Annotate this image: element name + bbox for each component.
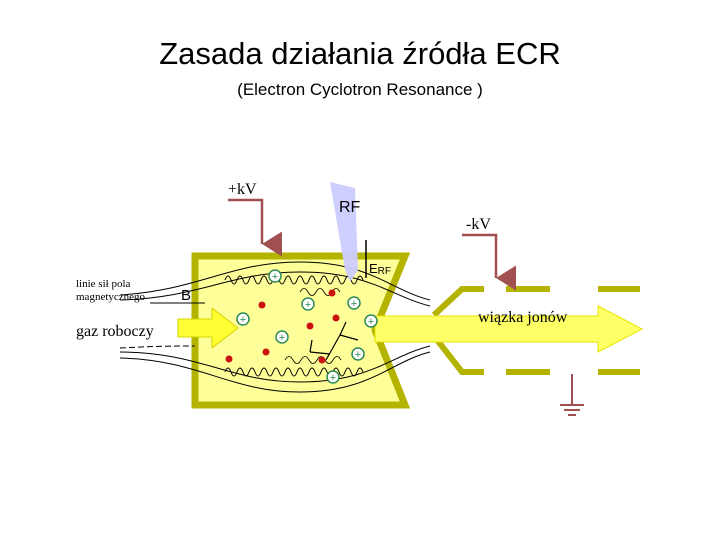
negative-hv-wire	[462, 233, 516, 291]
ion-icon: +	[236, 312, 250, 326]
ion-icon: +	[326, 370, 340, 384]
svg-text:+: +	[351, 298, 357, 310]
electron-icon	[332, 314, 340, 322]
label-gas: gaz roboczy	[76, 323, 154, 340]
ion-icon: +	[275, 330, 289, 344]
plasma-chamber	[191, 252, 411, 409]
svg-text:+: +	[330, 372, 336, 384]
gas-inlet-arrow	[177, 306, 239, 350]
electron-icon	[262, 348, 270, 356]
ion-beam-arrow	[374, 305, 644, 353]
svg-text:+: +	[240, 314, 246, 326]
ion-icon: +	[351, 347, 365, 361]
electron-icon	[258, 301, 266, 309]
svg-text:+: +	[355, 349, 361, 361]
electron-icon	[225, 355, 233, 363]
electron-icon	[306, 322, 314, 330]
page-title: Zasada działania źródła ECR	[159, 36, 561, 71]
ion-icon: +	[301, 297, 315, 311]
electron-icon	[328, 289, 336, 297]
rf-wave-icon	[330, 182, 358, 282]
label-erf: ERF	[369, 261, 391, 277]
ion-icon: +	[268, 269, 282, 283]
extraction-electrodes	[431, 286, 640, 375]
svg-text:+: +	[305, 299, 311, 311]
label-b: B	[181, 287, 191, 304]
ion-icon: +	[347, 296, 361, 310]
ion-icon: +	[364, 314, 378, 328]
label-plus-kv: +kV	[228, 181, 257, 198]
velocity-vectors	[309, 321, 359, 361]
electrons	[225, 289, 340, 364]
svg-text:+: +	[272, 271, 278, 283]
svg-text:+: +	[368, 316, 374, 328]
label-rf: RF	[339, 199, 361, 216]
ions: + + + + + + + +	[236, 269, 378, 384]
ground-icon	[560, 374, 584, 416]
positive-hv-wire	[228, 198, 282, 257]
svg-text:+: +	[279, 332, 285, 344]
label-field-lines-2: magnetycznego	[76, 291, 146, 303]
label-minus-kv: -kV	[466, 216, 491, 233]
electron-icon	[318, 356, 326, 364]
magnetic-field-lines	[119, 261, 431, 393]
label-field-lines-1: linie sił pola	[76, 278, 131, 290]
label-ion-beam: wiązka jonów	[478, 309, 568, 326]
page-subtitle: (Electron Cyclotron Resonance )	[237, 80, 483, 99]
